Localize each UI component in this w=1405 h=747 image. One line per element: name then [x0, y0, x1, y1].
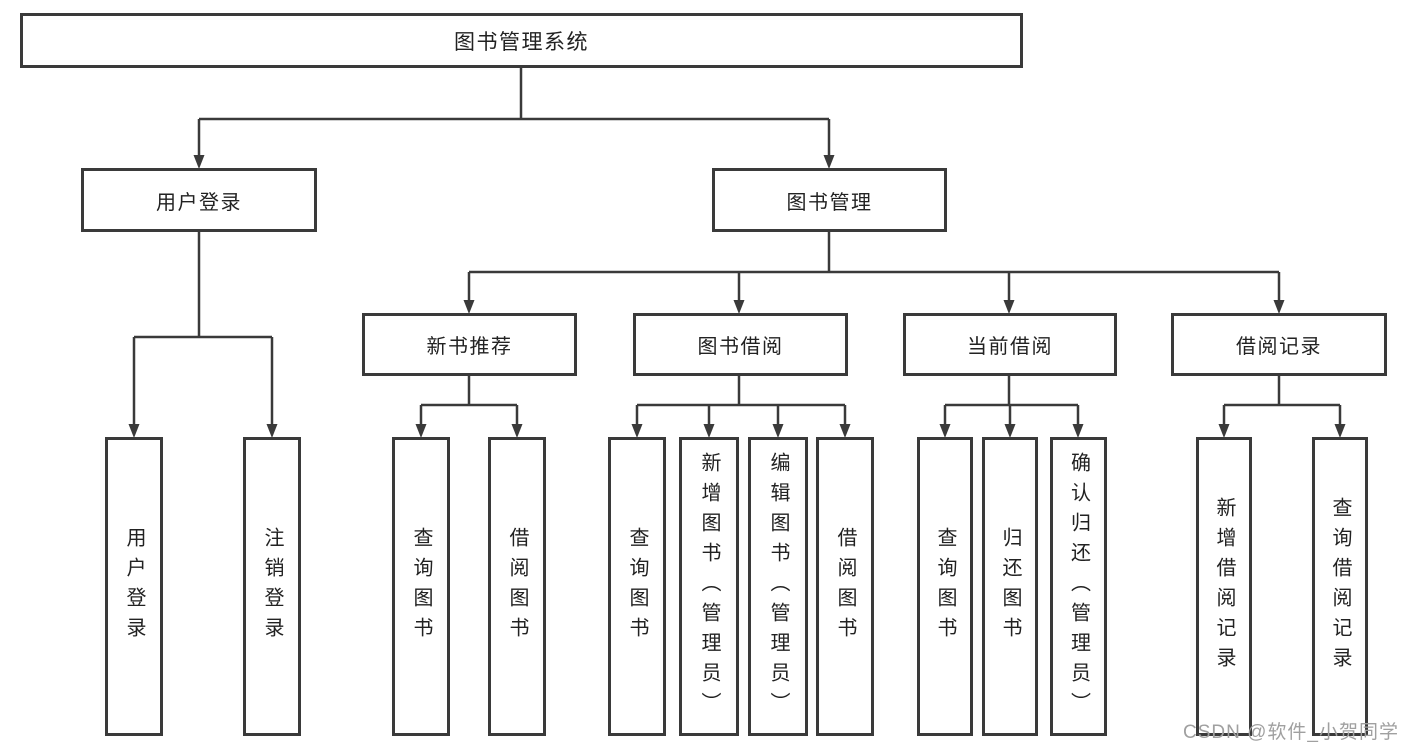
leaf-query-borrow-record-label: 查询借阅记录 [1329, 496, 1351, 677]
leaf-logout: 注销登录 [243, 437, 301, 736]
node-borrow-records-label: 借阅记录 [1236, 336, 1322, 358]
leaf-confirm-return-admin-label: 确认归还（管理员） [1067, 451, 1090, 722]
leaf-confirm-return-admin: 确认归还（管理员） [1050, 437, 1107, 736]
node-user-login: 用户登录 [81, 168, 317, 232]
arrowhead [939, 424, 951, 438]
leaf-add-book-admin-label: 新增图书（管理员） [698, 451, 720, 722]
arrowhead [193, 155, 205, 169]
node-current-borrow-label: 当前借阅 [967, 336, 1053, 358]
connector-current-borrow [939, 376, 1084, 438]
csdn-watermark: CSDN @软件_小贺同学 [1183, 722, 1399, 743]
leaf-edit-book-admin: 编辑图书（管理员） [748, 437, 808, 736]
node-new-book-recommend-label: 新书推荐 [426, 336, 513, 358]
arrowhead [1334, 424, 1346, 438]
leaf-user-login-label: 用户登录 [123, 526, 145, 647]
leaf-add-borrow-record: 新增借阅记录 [1196, 437, 1252, 736]
leaf-borrow-books-recommend-label: 借阅图书 [506, 526, 528, 647]
leaf-query-books-borrow: 查询图书 [608, 437, 666, 736]
leaf-query-books-recommend: 查询图书 [392, 437, 450, 736]
connector-root [193, 68, 835, 169]
leaf-borrow-books: 借阅图书 [816, 437, 874, 736]
arrowhead [266, 424, 278, 438]
node-book-management: 图书管理 [712, 168, 947, 232]
connector-user-login [128, 232, 278, 438]
leaf-borrow-books-label: 借阅图书 [834, 526, 856, 647]
node-current-borrow: 当前借阅 [903, 313, 1117, 376]
leaf-query-books-recommend-label: 查询图书 [410, 526, 432, 647]
leaf-logout-label: 注销登录 [261, 526, 283, 647]
connector-new-book-recommend [415, 376, 523, 438]
arrowhead [1072, 424, 1084, 438]
node-root-label: 图书管理系统 [454, 30, 589, 54]
arrowhead [1273, 300, 1285, 314]
arrowhead [1004, 424, 1016, 438]
arrowhead [839, 424, 851, 438]
arrowhead [631, 424, 643, 438]
arrowhead [772, 424, 784, 438]
leaf-borrow-books-recommend: 借阅图书 [488, 437, 546, 736]
arrowhead [463, 300, 475, 314]
node-book-borrow: 图书借阅 [633, 313, 848, 376]
leaf-query-books-current: 查询图书 [917, 437, 973, 736]
arrowhead [511, 424, 523, 438]
leaf-add-borrow-record-label: 新增借阅记录 [1213, 496, 1235, 677]
arrowhead [703, 424, 715, 438]
node-new-book-recommend: 新书推荐 [362, 313, 577, 376]
node-book-management-label: 图书管理 [786, 191, 873, 214]
leaf-query-borrow-record: 查询借阅记录 [1312, 437, 1368, 736]
leaf-return-book: 归还图书 [982, 437, 1038, 736]
node-book-borrow-label: 图书借阅 [697, 336, 784, 358]
arrowhead [415, 424, 427, 438]
leaf-query-books-borrow-label: 查询图书 [626, 526, 648, 647]
arrowhead [1003, 300, 1015, 314]
connector-book-borrow [631, 376, 851, 438]
leaf-return-book-label: 归还图书 [999, 526, 1021, 647]
node-root: 图书管理系统 [20, 13, 1023, 68]
arrowhead [823, 155, 835, 169]
arrowhead [128, 424, 140, 438]
connector-borrow-records [1218, 376, 1346, 438]
arrowhead [1218, 424, 1230, 438]
leaf-add-book-admin: 新增图书（管理员） [679, 437, 739, 736]
leaf-edit-book-admin-label: 编辑图书（管理员） [767, 451, 789, 722]
connector-book-management [463, 232, 1285, 314]
leaf-user-login: 用户登录 [105, 437, 163, 736]
node-borrow-records: 借阅记录 [1171, 313, 1387, 376]
arrowhead [733, 300, 745, 314]
node-user-login-label: 用户登录 [156, 191, 242, 214]
leaf-query-books-current-label: 查询图书 [934, 526, 956, 647]
